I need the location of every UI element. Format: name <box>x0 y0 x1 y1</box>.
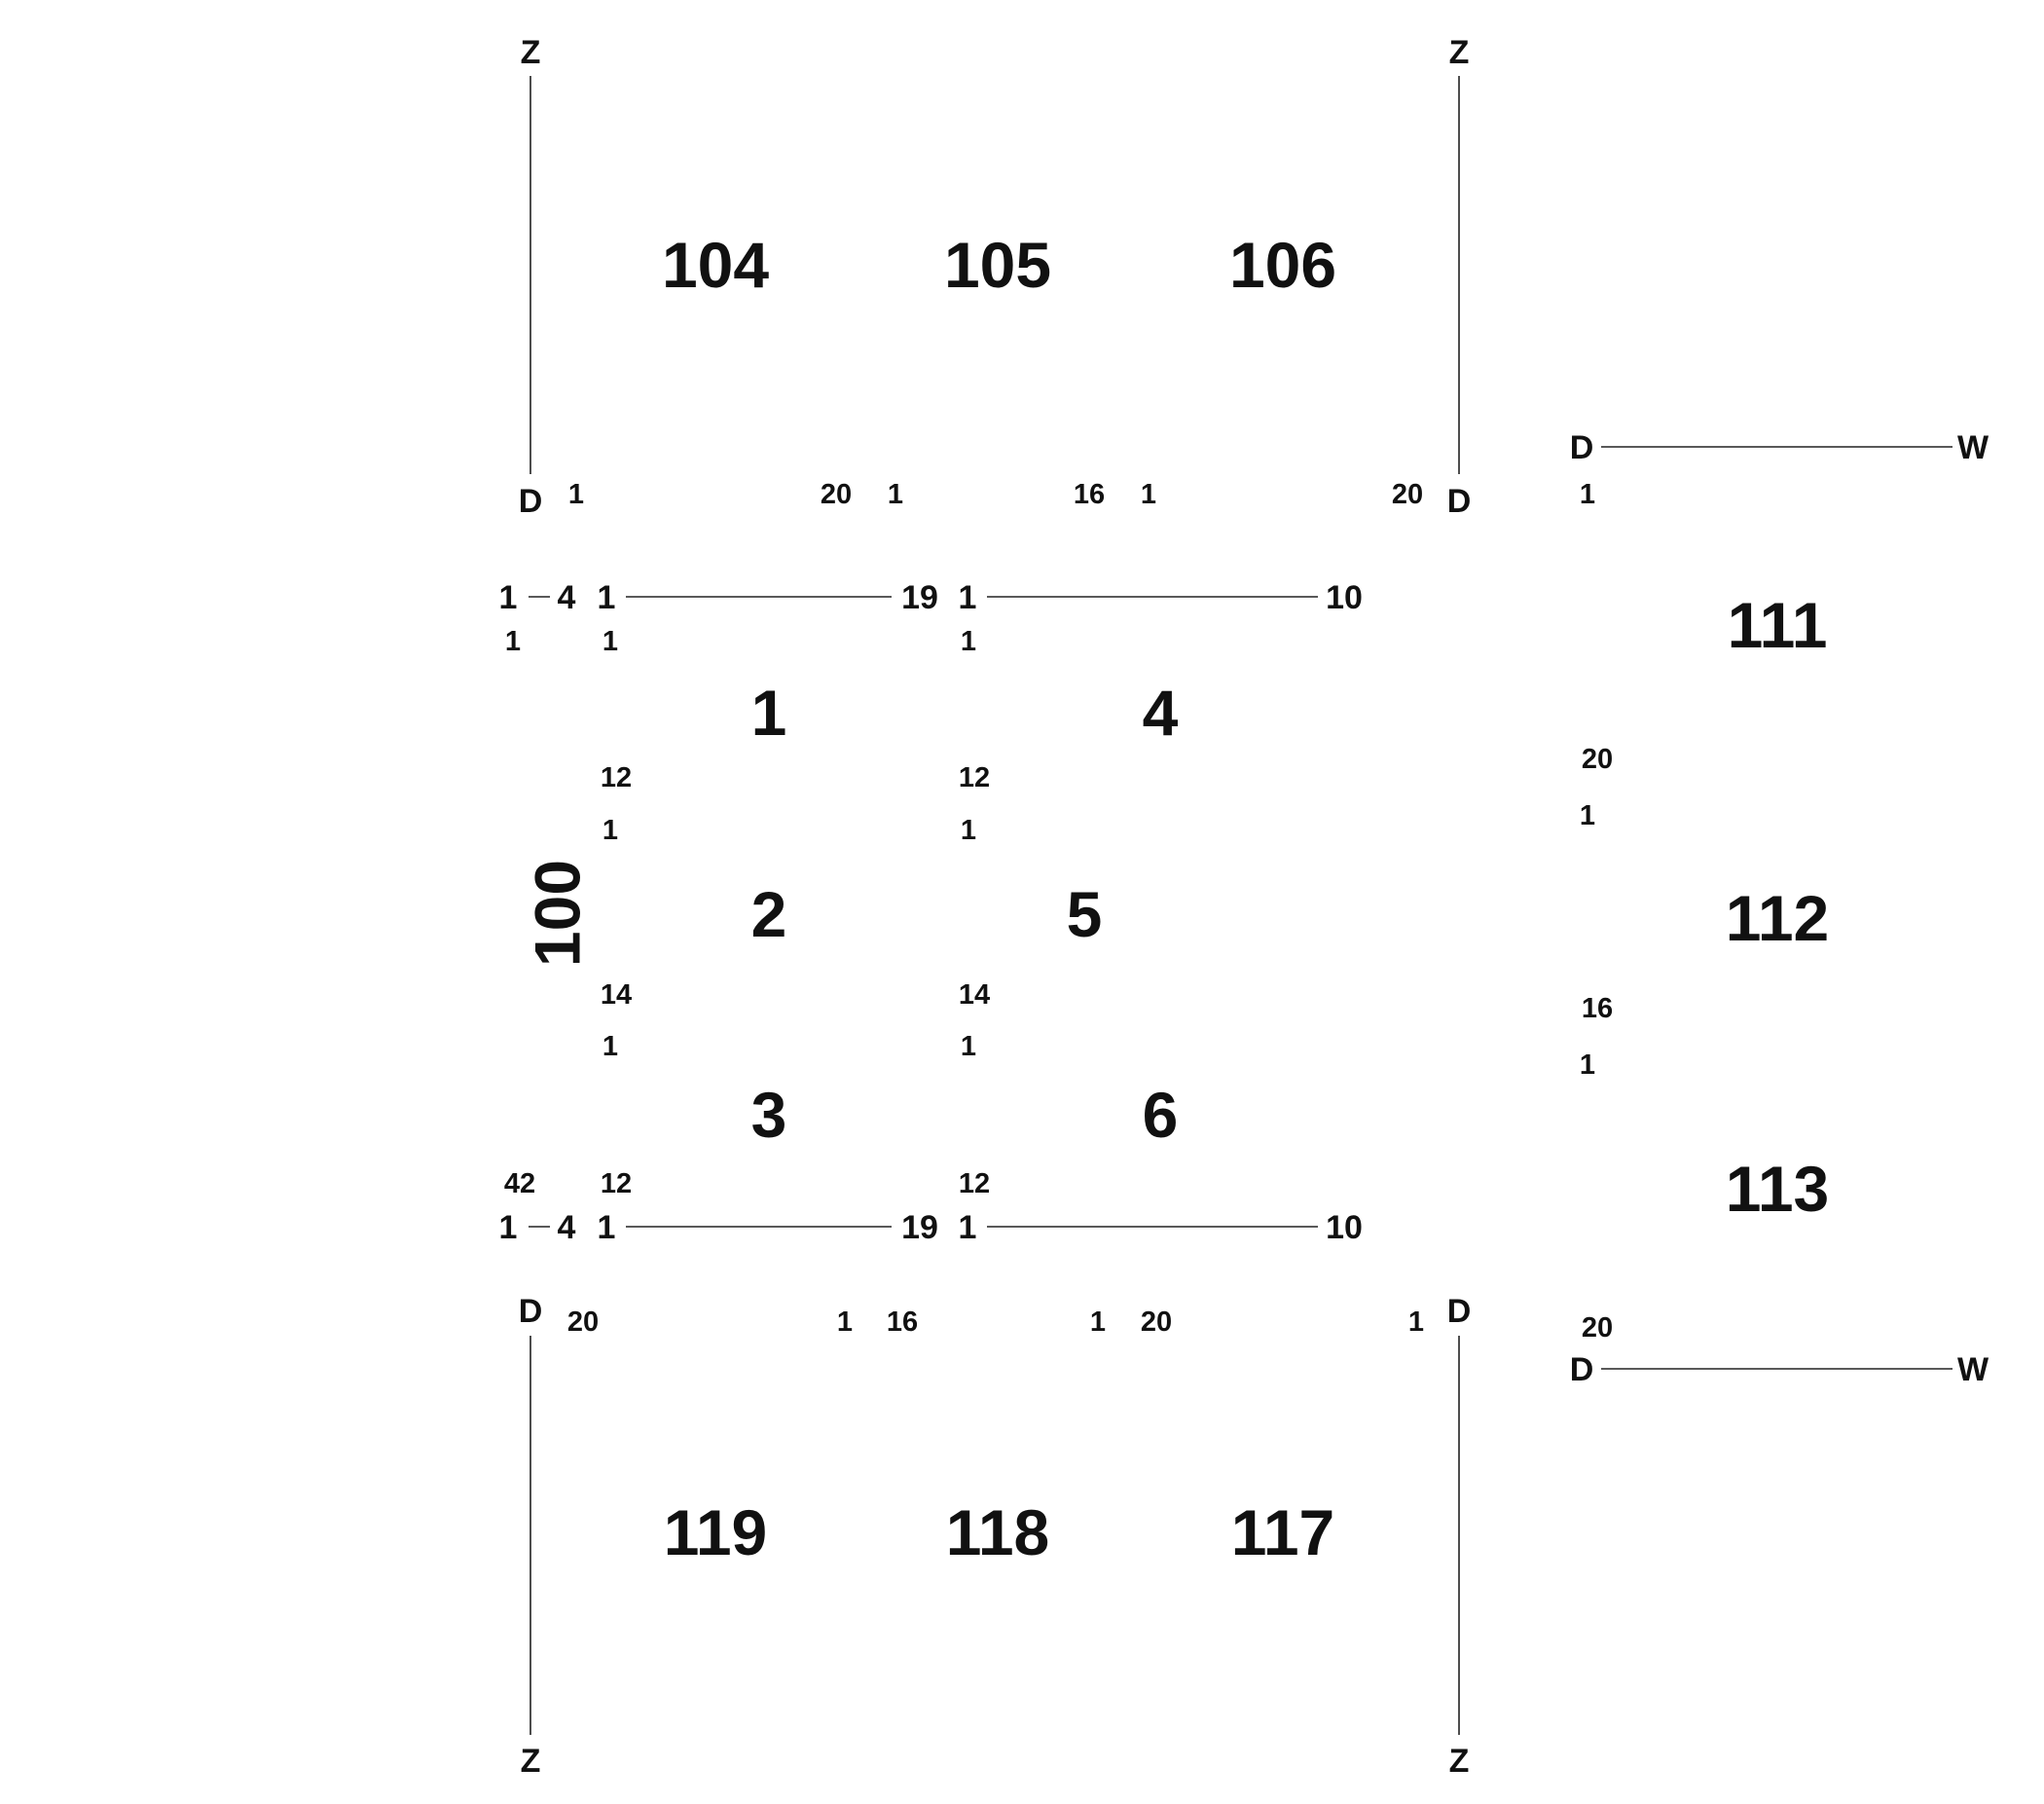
block-113: 113 <box>1726 1153 1829 1225</box>
axis-bottom-left-start: D <box>519 1293 543 1330</box>
top-tick-1: 20 <box>821 479 852 510</box>
block-117: 117 <box>1231 1496 1334 1568</box>
top-tick-0: 1 <box>568 479 584 510</box>
block-100-vertical: 100 <box>521 860 593 967</box>
scale-bottom-a-2: 1 <box>598 1209 616 1246</box>
block-2: 2 <box>751 878 787 950</box>
scale-bottom-a-1: 4 <box>558 1209 576 1246</box>
axis-right-bottom-start: D <box>1570 1351 1594 1388</box>
right-col-2: 1 <box>1580 800 1595 831</box>
mid-col-1: 12 <box>959 762 990 793</box>
axis-top-right-start: Z <box>1449 34 1470 71</box>
scale-top-b-1: 19 <box>901 579 938 616</box>
left-col-5: 1 <box>602 1031 618 1062</box>
mid-col-0: 1 <box>961 626 976 657</box>
block-119: 119 <box>664 1496 767 1568</box>
block-6: 6 <box>1143 1079 1179 1151</box>
block-106: 106 <box>1229 229 1336 301</box>
bottom-tick-4: 20 <box>1141 1307 1172 1338</box>
block-118: 118 <box>946 1496 1049 1568</box>
scale-top-a-0: 1 <box>499 579 518 616</box>
left-col-3: 1 <box>602 815 618 846</box>
scale-bottom-b-1: 19 <box>901 1209 938 1246</box>
left-col-6: 12 <box>601 1168 632 1199</box>
left-col-4: 14 <box>601 979 632 1011</box>
axis-top-right-end: D <box>1447 483 1472 520</box>
block-112: 112 <box>1726 882 1829 954</box>
block-1: 1 <box>751 677 787 749</box>
mid-col-4: 1 <box>961 1031 976 1062</box>
mid-col-5: 12 <box>959 1168 990 1199</box>
scale-top-a-1: 4 <box>558 579 576 616</box>
axis-bottom-right-end: Z <box>1449 1743 1470 1780</box>
top-tick-5: 20 <box>1392 479 1423 510</box>
top-tick-4: 1 <box>1141 479 1156 510</box>
bottom-tick-1: 1 <box>837 1307 853 1338</box>
scale-bottom-a-0: 1 <box>499 1209 518 1246</box>
scale-top-c-1: 10 <box>1326 579 1363 616</box>
right-col-4: 1 <box>1580 1049 1595 1081</box>
bottom-tick-0: 20 <box>567 1307 599 1338</box>
axis-right-top-start: D <box>1570 429 1594 466</box>
block-5: 5 <box>1067 878 1103 950</box>
axis-bottom-right-start: D <box>1447 1293 1472 1330</box>
left-col-1: 1 <box>602 626 618 657</box>
right-col-3: 16 <box>1582 993 1613 1024</box>
block-104: 104 <box>662 229 769 301</box>
mid-col-3: 14 <box>959 979 990 1011</box>
right-col-1: 20 <box>1582 744 1613 775</box>
axis-right-bottom-end: W <box>1957 1351 1989 1388</box>
scale-top-a-2: 1 <box>598 579 616 616</box>
scale-top-b-2: 1 <box>959 579 977 616</box>
bottom-tick-3: 1 <box>1090 1307 1106 1338</box>
bottom-tick-2: 16 <box>887 1307 918 1338</box>
block-111: 111 <box>1728 589 1828 661</box>
left-col-0: 1 <box>505 626 521 657</box>
mid-col-2: 1 <box>961 815 976 846</box>
block-3: 3 <box>751 1079 787 1151</box>
axis-top-left-start: Z <box>521 34 541 71</box>
block-4: 4 <box>1143 677 1179 749</box>
top-tick-3: 16 <box>1074 479 1105 510</box>
axis-bottom-left-end: Z <box>521 1743 541 1780</box>
bottom-tick-5: 1 <box>1408 1307 1424 1338</box>
right-col-0: 1 <box>1580 479 1595 510</box>
top-tick-2: 1 <box>888 479 903 510</box>
axis-top-left-end: D <box>519 483 543 520</box>
scale-bottom-b-2: 1 <box>959 1209 977 1246</box>
left-col-7: 42 <box>504 1168 535 1199</box>
axis-right-top-end: W <box>1957 429 1989 466</box>
scale-bottom-c-1: 10 <box>1326 1209 1363 1246</box>
right-col-5: 20 <box>1582 1312 1613 1344</box>
left-col-2: 12 <box>601 762 632 793</box>
block-105: 105 <box>944 229 1051 301</box>
